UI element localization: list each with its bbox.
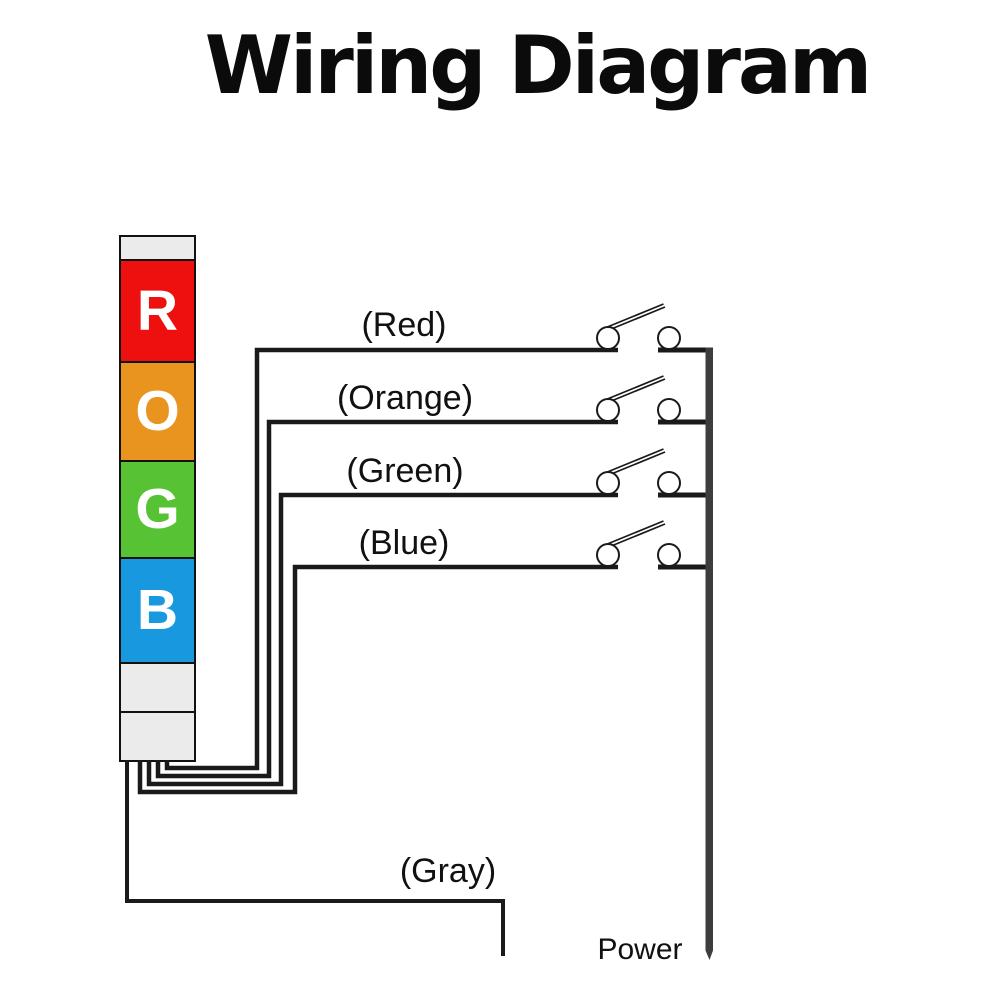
blue-wire-label: (Blue) [358, 524, 450, 562]
gray-wire-label: (Gray) [399, 852, 497, 890]
switch-orange-contact-left [596, 398, 620, 422]
tower-segment-green: G [119, 460, 196, 559]
orange-wire-path [155, 419, 618, 779]
gray-wire-path [125, 760, 505, 956]
switch-red-contact-right [657, 326, 681, 350]
switch-red [596, 303, 681, 350]
switch-green [596, 448, 681, 495]
tower-letter-orange: O [135, 379, 180, 443]
switch-green-contact-right [657, 471, 681, 495]
red-wire-path [164, 347, 618, 771]
power-label: Power [597, 933, 683, 966]
switch-green-contact-left [596, 471, 620, 495]
tower-light: R O G B [119, 235, 196, 762]
tower-letter-green: G [135, 477, 180, 541]
power-bus-tip [705, 950, 713, 960]
tower-segment-blue: B [119, 557, 196, 664]
tower-letter-red: R [136, 278, 179, 343]
tower-body-cap-1 [119, 662, 196, 713]
tower-segment-orange: O [119, 361, 196, 462]
switch-blue-contact-left [596, 543, 620, 567]
switch-blue-lever-line1 [599, 520, 664, 548]
green-wire-path [146, 492, 618, 787]
power-bus-bar [705, 347, 713, 951]
switch-orange-lever-line1 [599, 375, 664, 403]
switch-blue [596, 520, 681, 567]
tower-top-cap [119, 235, 196, 261]
tower-letter-blue: B [136, 578, 179, 642]
switch-green-lever-line1 [599, 448, 664, 476]
switch-blue-contact-right [657, 543, 681, 567]
switch-orange-contact-right [657, 398, 681, 422]
switches [596, 303, 681, 567]
switch-red-lever-line1 [599, 303, 664, 331]
green-wire-label: (Green) [346, 452, 464, 490]
blue-wire-path [137, 564, 618, 795]
switch-red-contact-left [596, 326, 620, 350]
page-title: Wiring Diagram [204, 19, 872, 112]
switch-output-stubs [658, 347, 711, 570]
red-wire-label: (Red) [361, 306, 447, 344]
signal-wires [137, 347, 618, 795]
orange-wire-label: (Orange) [336, 379, 474, 417]
switch-orange [596, 375, 681, 422]
power-bus [705, 347, 713, 960]
